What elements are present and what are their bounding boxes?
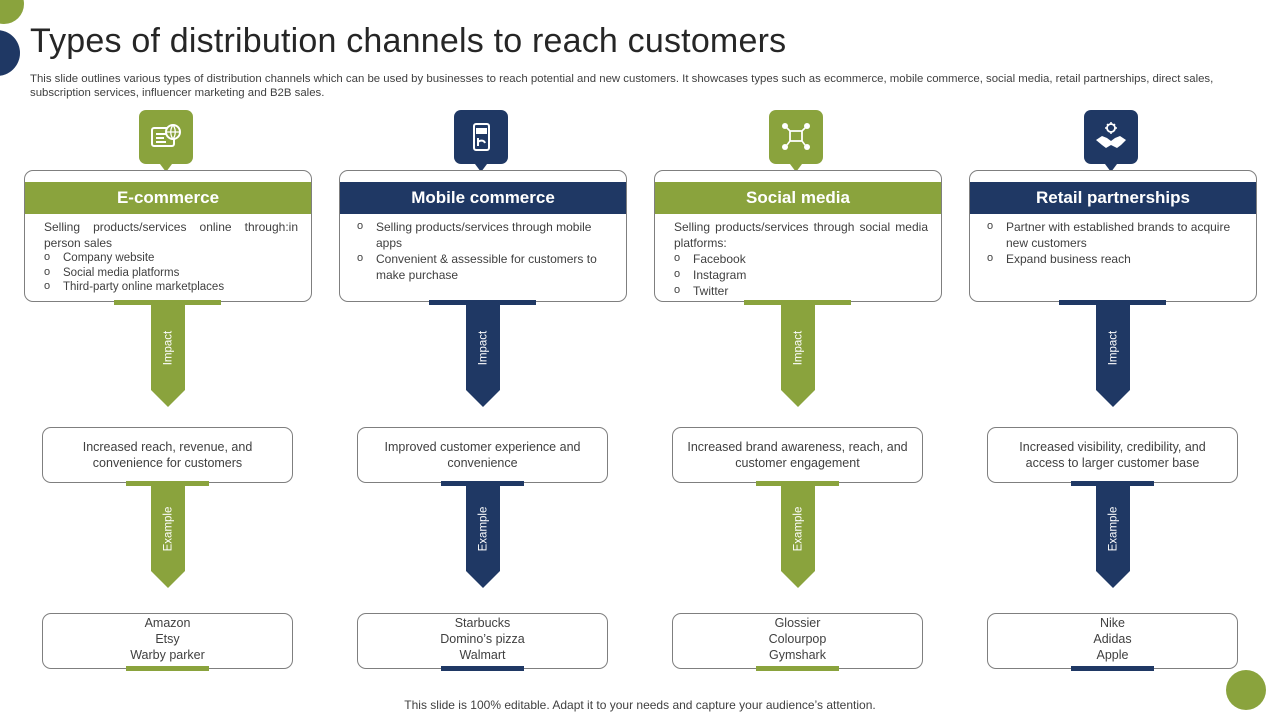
channel-heading: E-commerce [25, 182, 311, 214]
channel-bullet: Twitter [674, 282, 928, 299]
impact-underline [1071, 481, 1154, 486]
channel-bullet: Expand business reach [987, 250, 1241, 267]
example-item: Warby parker [130, 648, 205, 662]
example-underline [756, 666, 839, 671]
example-item: Walmart [459, 648, 506, 662]
channel-column-mobile-commerce: Mobile commerce Selling products/service… [339, 0, 629, 720]
example-arrow-label: Example [1107, 506, 1119, 551]
example-item: Etsy [155, 632, 180, 646]
slide-subtitle: This slide outlines various types of dis… [30, 73, 1214, 99]
channel-description: Selling products/services through mobile… [357, 218, 611, 283]
impact-box: Increased reach, revenue, and convenienc… [42, 427, 293, 483]
card-underline [1059, 300, 1166, 305]
channel-bullet: Facebook [674, 250, 928, 267]
corner-circle-green-bottom [1226, 670, 1266, 710]
impact-underline [441, 481, 524, 486]
channel-bullet: Convenient & assessible for customers to… [357, 250, 611, 283]
impact-arrow: Impact [151, 305, 185, 407]
example-arrow: Example [151, 486, 185, 588]
channel-bullet: Third-party online marketplaces [44, 279, 298, 295]
impact-arrow: Impact [781, 305, 815, 407]
ecommerce-globe-icon [139, 110, 193, 172]
impact-box: Increased brand awareness, reach, and cu… [672, 427, 923, 483]
impact-text: Increased visibility, credibility, and a… [1019, 440, 1206, 470]
example-item: Starbucks [454, 616, 511, 630]
corner-circle-navy [0, 30, 20, 76]
channel-intro: Selling products/services through social… [674, 220, 928, 250]
example-item: Amazon [144, 616, 191, 630]
impact-arrow-label: Impact [1107, 330, 1120, 365]
channel-heading: Retail partnerships [970, 182, 1256, 214]
example-item: Domino’s pizza [440, 632, 525, 646]
card-underline [744, 300, 851, 305]
impact-arrow-label: Impact [162, 330, 175, 365]
impact-text: Increased brand awareness, reach, and cu… [687, 440, 908, 470]
example-underline [126, 666, 209, 671]
channel-card-ecommerce: E-commerce Selling products/services onl… [24, 170, 312, 302]
impact-underline [756, 481, 839, 486]
channel-card-retail-partnerships: Retail partnerships Partner with establi… [969, 170, 1257, 302]
corner-circle-green [0, 0, 24, 24]
card-underline [114, 300, 221, 305]
impact-arrow-label: Impact [477, 330, 490, 365]
channel-bullet: Company website [44, 250, 298, 266]
impact-box: Increased visibility, credibility, and a… [987, 427, 1238, 483]
slide-title: Types of distribution channels to reach … [30, 22, 787, 60]
channel-intro: Selling products/services online through… [44, 220, 298, 250]
impact-box: Improved customer experience and conveni… [357, 427, 608, 483]
example-underline [1071, 666, 1154, 671]
channel-description: Selling products/services online through… [44, 219, 298, 295]
example-underline [441, 666, 524, 671]
handshake-icon [1084, 110, 1138, 172]
example-item: Nike [1099, 616, 1125, 630]
channel-column-retail-partnerships: Retail partnerships Partner with establi… [969, 0, 1259, 720]
impact-underline [126, 481, 209, 486]
example-arrow-label: Example [792, 506, 804, 551]
example-arrow-label: Example [162, 506, 174, 551]
example-item: Adidas [1093, 632, 1132, 646]
slide-footer: This slide is 100% editable. Adapt it to… [404, 698, 876, 712]
mobile-phone-icon [454, 110, 508, 172]
example-item: Colourpop [768, 632, 827, 646]
impact-arrow: Impact [1096, 305, 1130, 407]
example-arrow: Example [466, 486, 500, 588]
example-item: Apple [1096, 648, 1129, 662]
example-arrow: Example [1096, 486, 1130, 588]
impact-arrow: Impact [466, 305, 500, 407]
channel-bullet: Instagram [674, 266, 928, 283]
example-arrow-label: Example [477, 506, 489, 551]
example-arrow: Example [781, 486, 815, 588]
example-box: Starbucks Domino’s pizza Walmart [357, 613, 608, 669]
channel-description: Partner with established brands to acqui… [987, 218, 1241, 267]
channel-heading: Social media [655, 182, 941, 214]
channel-card-mobile-commerce: Mobile commerce Selling products/service… [339, 170, 627, 302]
channel-bullet: Selling products/services through mobile… [357, 218, 611, 251]
impact-text: Increased reach, revenue, and convenienc… [82, 440, 253, 470]
example-box: Amazon Etsy Warby parker [42, 613, 293, 669]
card-underline [429, 300, 536, 305]
channel-card-social-media: Social media Selling products/services t… [654, 170, 942, 302]
channel-column-social-media: Social media Selling products/services t… [654, 0, 944, 720]
channel-bullet: Partner with established brands to acqui… [987, 218, 1241, 251]
example-box: Nike Adidas Apple [987, 613, 1238, 669]
channel-column-ecommerce: E-commerce Selling products/services onl… [24, 0, 314, 720]
example-box: Glossier Colourpop Gymshark [672, 613, 923, 669]
example-item: Glossier [774, 616, 821, 630]
channel-bullet: Social media platforms [44, 265, 298, 281]
impact-text: Improved customer experience and conveni… [384, 440, 581, 470]
channel-description: Selling products/services through social… [674, 219, 928, 299]
social-network-icon [769, 110, 823, 172]
channel-heading: Mobile commerce [340, 182, 626, 214]
impact-arrow-label: Impact [792, 330, 805, 365]
example-item: Gymshark [769, 648, 826, 662]
